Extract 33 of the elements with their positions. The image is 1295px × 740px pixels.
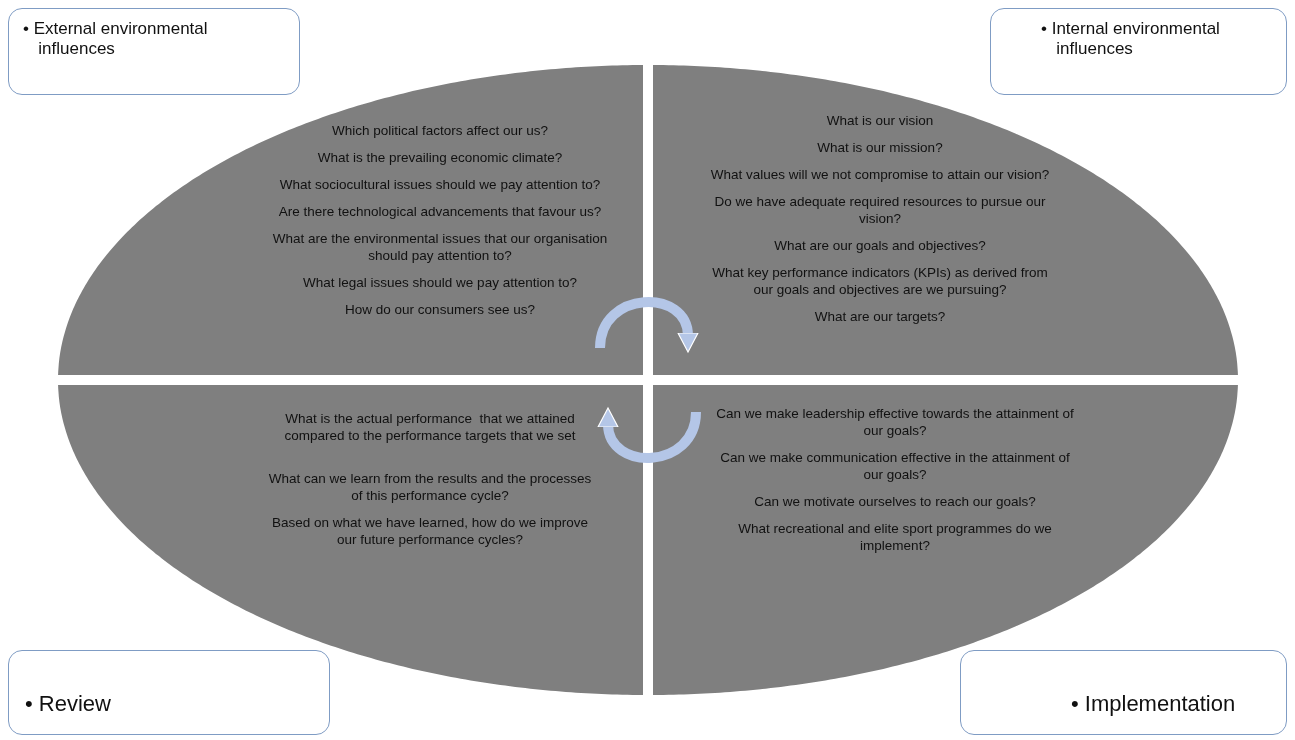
question-text: What are our goals and objectives? — [773, 237, 987, 254]
question-text: Do we have adequate required resources to pursue our vision? — [713, 193, 1047, 227]
question-text: Can we make leadership effective towards the attainment of our goals? — [715, 405, 1075, 439]
question-text: What is our vision — [825, 112, 935, 129]
question-text: Which political factors affect our us? — [331, 122, 549, 139]
question-text: What legal issues should we pay attention to? — [302, 274, 578, 291]
question-text: What can we learn from the results and the processes of this performance cycle? — [267, 470, 593, 504]
text-box — [960, 650, 1287, 735]
heading: • External environmental influences — [23, 19, 209, 59]
question-text: What is the actual performance that we attained compared to the performance targets that we set — [283, 410, 577, 444]
question-text: Are there technological advancements that favour us? — [277, 203, 603, 220]
question-text: Can we motivate ourselves to reach our goals? — [753, 493, 1037, 510]
question-text: What are the environmental issues that our organisation should pay attention to? — [271, 230, 609, 264]
ellipse-quadrant — [653, 385, 1238, 695]
question-text: Can we make communication effective in the attainment of our goals? — [719, 449, 1071, 483]
text-box — [8, 650, 330, 735]
question-text: How do our consumers see us? — [344, 301, 536, 318]
question-text: What sociocultural issues should we pay attention to? — [278, 176, 602, 193]
question-text: What is our mission? — [816, 139, 944, 156]
ellipse-quadrant — [58, 65, 643, 375]
question-text: What key performance indicators (KPIs) as derived from our goals and objectives are we pursuing? — [711, 264, 1049, 298]
question-text: What values will we not compromise to attain our vision? — [710, 166, 1050, 183]
question-text: What are our targets? — [813, 308, 947, 325]
ellipse-quadrant — [653, 65, 1238, 375]
text-box — [990, 8, 1287, 95]
text-box — [8, 8, 300, 95]
heading: • Implementation — [1071, 691, 1237, 717]
question-text: What recreational and elite sport programmes do we implement? — [737, 520, 1053, 554]
question-text: Based on what we have learned, how do we improve our future performance cycles? — [271, 514, 589, 548]
heading: • Review — [25, 691, 112, 717]
heading: • Internal environmental influences — [1041, 19, 1221, 59]
question-text: What is the prevailing economic climate? — [316, 149, 564, 166]
ellipse-quadrant — [58, 385, 643, 695]
